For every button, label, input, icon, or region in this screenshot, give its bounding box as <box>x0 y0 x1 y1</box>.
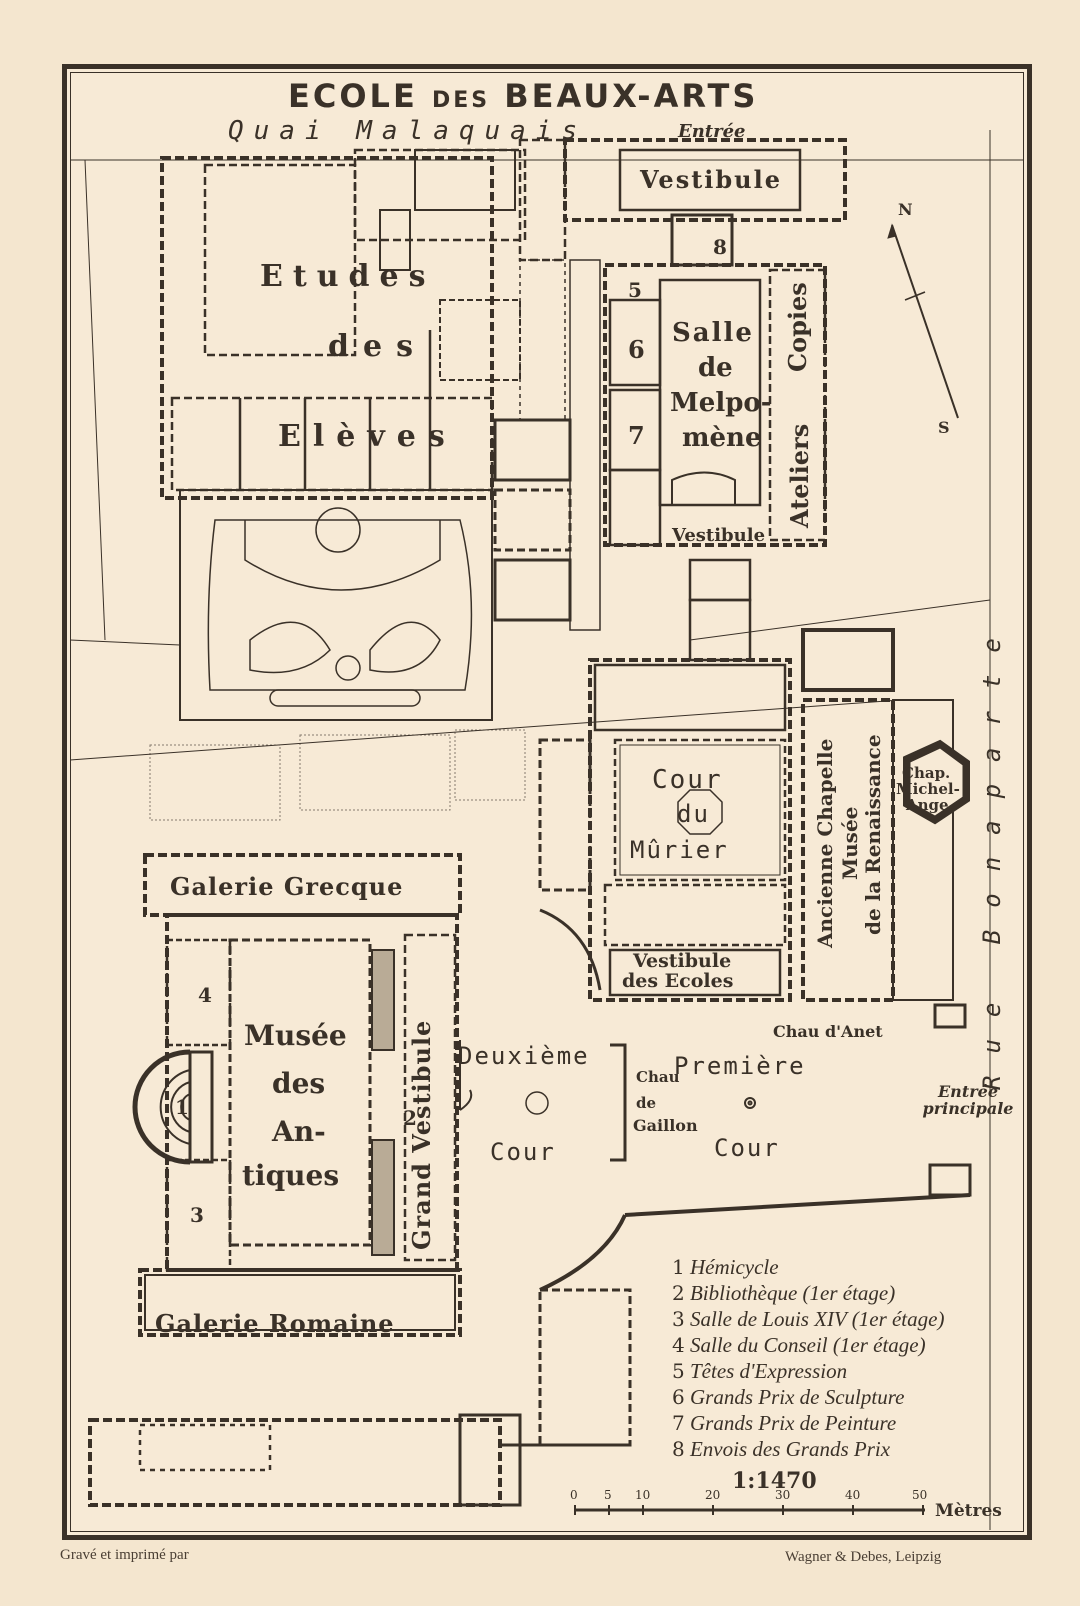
label-des: des <box>328 329 427 364</box>
galerie-grecque <box>143 853 462 917</box>
label-copies: Copies <box>783 282 812 372</box>
footer-publisher: Wagner & Debes, Leipzig <box>785 1549 942 1565</box>
label-room-6: 6 <box>628 335 645 364</box>
scale-unit: Mètres <box>935 1501 1002 1521</box>
label-gaillon-2: de <box>636 1094 657 1112</box>
label-deuxieme: Deuxième <box>458 1042 590 1070</box>
legend-item: 7 Grands Prix de Peinture <box>672 1411 897 1435</box>
scale-tick: 50 <box>912 1488 928 1502</box>
scale-tick: 30 <box>775 1488 791 1502</box>
label-musee-3: An- <box>272 1115 326 1148</box>
entrance-main: Entrée principale <box>922 1082 1014 1118</box>
label-du: du <box>677 800 710 828</box>
melpomene-block <box>603 263 827 547</box>
label-cour-deuxieme: Cour <box>490 1138 556 1166</box>
legend: 1 Hémicycle 2 Bibliothèque (1er étage) 3… <box>672 1255 1022 1463</box>
label-vestibule-top: Vestibule <box>640 165 783 194</box>
compass-north: N <box>898 200 913 219</box>
label-chap-2: Michel- <box>896 780 960 798</box>
label-grand-vestibule: Grand Vestibule <box>407 1019 436 1250</box>
label-chau-anet: Chau d'Anet <box>773 1022 883 1041</box>
garden <box>179 489 493 721</box>
label-premiere: Première <box>674 1052 806 1080</box>
label-vestibule-ecoles-1: Vestibule <box>633 950 732 972</box>
legend-item: 4 Salle du Conseil (1er étage) <box>672 1333 926 1357</box>
label-vestibule-lower: Vestibule <box>672 525 766 546</box>
label-room-3: 3 <box>190 1203 204 1227</box>
label-ateliers: Ateliers <box>785 423 814 528</box>
label-chap-3: Ange <box>906 796 949 814</box>
scale-ratio: 1:1470 <box>732 1468 817 1494</box>
label-vestibule-ecoles-2: des Ecoles <box>622 970 734 992</box>
street-rue-bonaparte: Rue Bonaparte <box>978 616 1006 1090</box>
label-musee-renaissance-2: de la Renaissance <box>861 734 885 935</box>
label-musee-2: des <box>272 1067 326 1100</box>
label-musee-1: Musée <box>244 1019 347 1052</box>
label-melpo: Melpo- <box>670 388 772 418</box>
entrance-top: Entrée <box>678 121 746 142</box>
label-de: de <box>698 353 733 383</box>
legend-item: 1 Hémicycle <box>672 1255 779 1279</box>
label-gaillon-3: Gaillon <box>633 1116 698 1135</box>
label-gaillon-1: Chau <box>636 1068 680 1086</box>
label-salle: Salle <box>672 318 754 348</box>
label-galerie-grecque: Galerie Grecque <box>170 872 404 901</box>
chapelle-top <box>801 628 895 692</box>
scale-tick: 20 <box>705 1488 721 1502</box>
label-mene: mène <box>682 423 762 453</box>
street-quai-malaquais: Quai Malaquais <box>228 116 588 146</box>
label-galerie-romaine: Galerie Romaine <box>155 1309 395 1338</box>
compass-needle <box>891 224 959 419</box>
galerie-romaine <box>138 1268 462 1337</box>
legend-item: 6 Grands Prix de Sculpture <box>672 1385 905 1409</box>
label-ancienne-chapelle: Ancienne Chapelle <box>813 738 837 948</box>
label-room-8: 8 <box>713 235 727 259</box>
label-musee-4: tiques <box>242 1159 340 1192</box>
footer-engraver: Gravé et imprimé par <box>60 1547 189 1563</box>
label-murier: Mûrier <box>630 836 729 864</box>
title-beaux-arts: BEAUX-ARTS <box>504 77 759 115</box>
title-des: DES <box>431 88 491 113</box>
label-etudes: Etudes <box>260 259 436 294</box>
map-frame <box>62 64 1032 1540</box>
title-ecole: ECOLE <box>288 77 418 115</box>
legend-item: 2 Bibliothèque (1er étage) <box>672 1281 896 1305</box>
hemicycle <box>132 1049 191 1165</box>
scale-tick: 10 <box>635 1488 651 1502</box>
vestibule-block <box>563 138 847 222</box>
map-frame-inner <box>70 72 1024 1532</box>
label-room-1: 1 <box>175 1095 189 1119</box>
scale-tick: 5 <box>604 1488 612 1502</box>
scale-tick: 0 <box>570 1488 578 1502</box>
legend-item: 3 Salle de Louis XIV (1er étage) <box>672 1307 945 1331</box>
label-room-2: 2 <box>403 1106 417 1130</box>
label-room-7: 7 <box>628 421 645 450</box>
bottom-building <box>88 1418 502 1507</box>
compass-south: S <box>938 418 950 437</box>
label-cour-murier: Cour <box>652 765 723 795</box>
musee-antiques-block <box>165 913 459 1272</box>
label-chap-1: Chap. <box>902 764 951 782</box>
label-room-4: 4 <box>198 983 212 1007</box>
label-cour-premiere: Cour <box>714 1134 780 1162</box>
label-room-5: 5 <box>628 278 642 302</box>
legend-item: 8 Envois des Grands Prix <box>672 1437 891 1461</box>
etudes-block <box>160 156 494 500</box>
label-eleves: Elèves <box>278 419 457 454</box>
scale-tick: 40 <box>845 1488 861 1502</box>
label-musee-renaissance-1: Musée <box>838 806 862 880</box>
legend-item: 5 Têtes d'Expression <box>672 1359 848 1383</box>
